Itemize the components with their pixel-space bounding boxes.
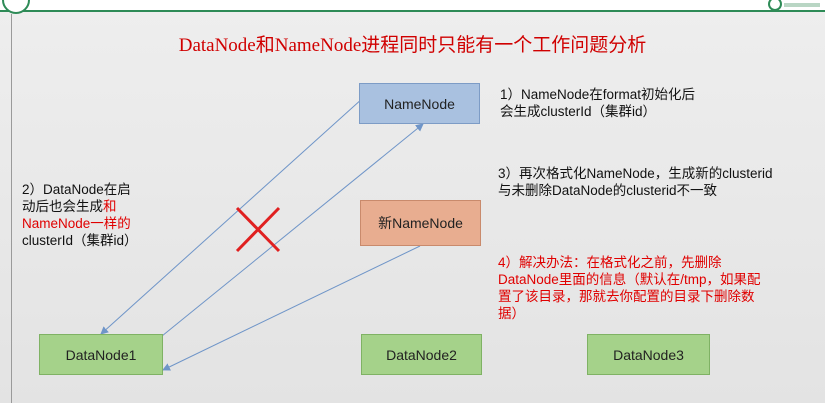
header-bar bbox=[0, 0, 825, 12]
note-1: 1）NameNode在format初始化后 会生成clusterId（集群id） bbox=[500, 87, 696, 119]
namenode-box: NameNode bbox=[359, 83, 480, 124]
datanode3-box: DataNode3 bbox=[587, 334, 710, 375]
datanode2-box: DataNode2 bbox=[361, 334, 482, 375]
arrow-namenode-to-datanode1 bbox=[100, 97, 364, 335]
slide-title: DataNode和NameNode进程同时只能有一个工作问题分析 bbox=[178, 35, 647, 56]
datanode1-box: DataNode1 bbox=[39, 334, 163, 375]
left-border-line bbox=[11, 14, 12, 403]
note-4: 4）解决办法：在格式化之前，先删除 DataNode里面的信息（默认在/tmp，… bbox=[498, 255, 761, 321]
arrow-new-namenode-to-datanode1 bbox=[162, 245, 421, 371]
note-2: 2）DataNode在启 动后也会生成和 NameNode一样的 cluster… bbox=[22, 182, 138, 248]
arrow-datanode1-to-namenode bbox=[161, 123, 424, 337]
note-3: 3）再次格式化NameNode，生成新的clusterid 与未删除DataNo… bbox=[498, 166, 773, 198]
new-namenode-box: 新NameNode bbox=[360, 200, 481, 246]
cross-mark-icon bbox=[235, 206, 281, 253]
logo-right-text-mark bbox=[784, 3, 820, 7]
logo-right-icon bbox=[768, 0, 782, 11]
